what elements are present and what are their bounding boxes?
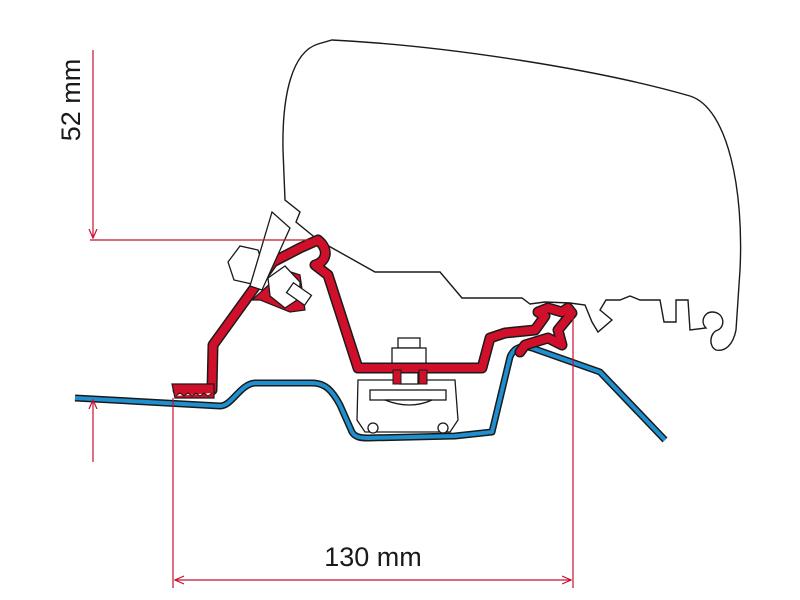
- width-dimension: [172, 312, 574, 588]
- height-label: 52 mm: [56, 59, 86, 142]
- width-label: 130 mm: [324, 542, 422, 572]
- height-dimension: [90, 50, 318, 462]
- awning-housing: [282, 39, 742, 352]
- rail-clamp: [356, 337, 459, 434]
- bolt-upper: [227, 210, 313, 309]
